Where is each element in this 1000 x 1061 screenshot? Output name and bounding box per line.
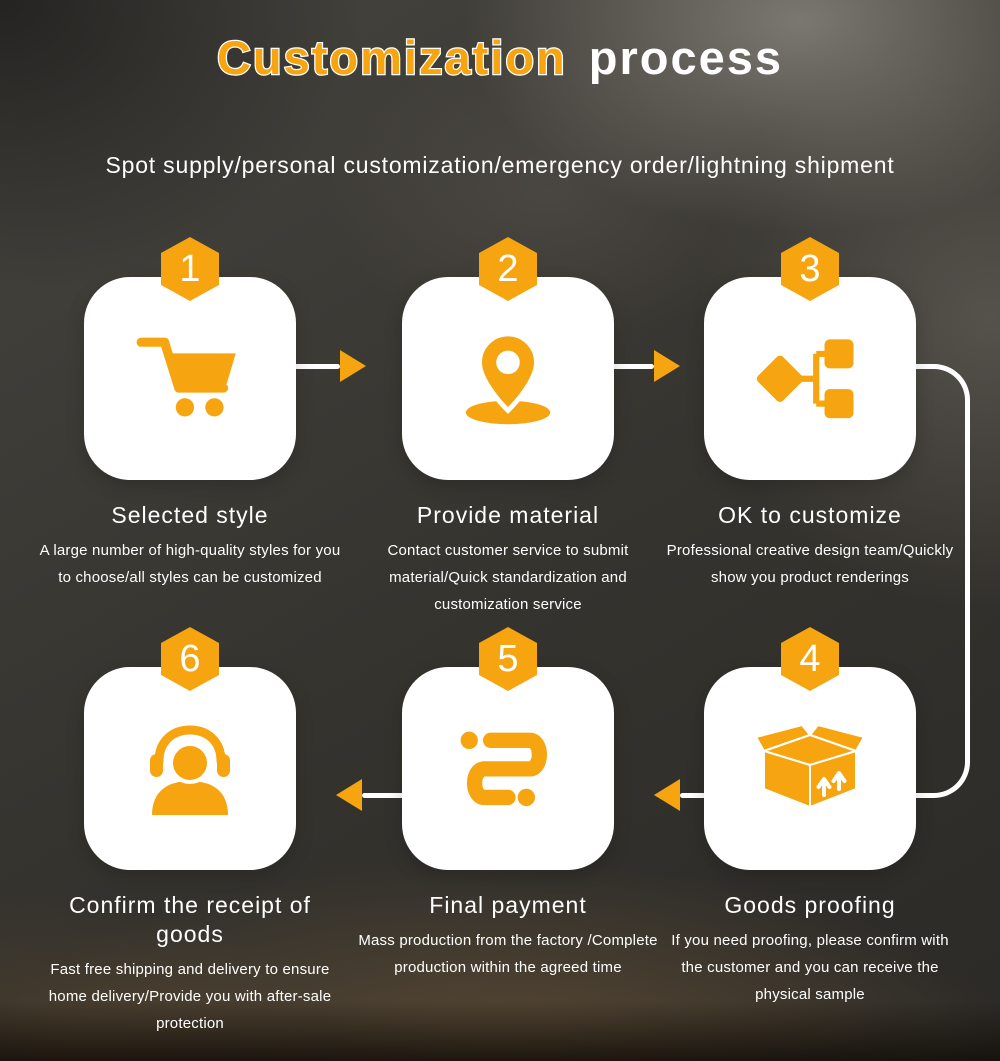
step-card — [402, 667, 614, 870]
connector-line-5-6 — [362, 793, 404, 798]
connector-loop-3-4 — [912, 364, 970, 798]
arrow-left-icon-5-6 — [336, 779, 362, 811]
connector-line-4-5 — [680, 793, 706, 798]
step-number: 5 — [497, 638, 519, 680]
step-title: Final payment — [429, 892, 587, 918]
step-card — [84, 277, 296, 480]
subtitle: Spot supply/personal customization/emerg… — [105, 152, 895, 178]
step-number-badge: 2 — [479, 237, 537, 301]
title-highlight: Customization — [216, 30, 567, 84]
step-selected-style: 1 Selected style A large number of high-… — [20, 237, 360, 591]
step-number: 2 — [497, 248, 519, 290]
step-description: A large number of high-quality styles fo… — [39, 541, 341, 587]
step-title: Selected style — [111, 502, 269, 528]
step-confirm-receipt: 6 Confirm the receipt of goods Fast free… — [20, 627, 360, 1037]
arrow-right-icon-1-2 — [340, 350, 366, 382]
step-title: Provide material — [416, 502, 600, 528]
customer-service-icon — [150, 724, 230, 815]
location-pin-icon — [465, 331, 551, 425]
title-rest: process — [588, 31, 784, 84]
arrow-left-icon-4-5 — [654, 779, 680, 811]
shopping-cart-icon — [136, 337, 236, 417]
step-card — [84, 667, 296, 870]
step-number: 4 — [799, 638, 821, 680]
step-card — [704, 667, 916, 870]
step-goods-proofing: 4 Goods proofing If you need proofing, p… — [640, 627, 980, 1009]
step-number-badge: 5 — [479, 627, 537, 691]
package-box-icon — [755, 723, 865, 808]
step-card — [402, 277, 614, 480]
arrow-right-icon-2-3 — [654, 350, 680, 382]
step-description: If you need proofing, please confirm wit… — [671, 931, 949, 1004]
step-title: OK to customize — [718, 502, 902, 528]
step-number: 6 — [179, 638, 201, 680]
step-title: Goods proofing — [724, 892, 896, 918]
step-card — [704, 277, 916, 480]
step-description: Fast free shipping and delivery to ensur… — [48, 960, 332, 1033]
step-description: Contact customer service to submit mater… — [387, 541, 629, 614]
step-ok-to-customize: 3 OK to customize Professional creative … — [640, 237, 980, 591]
flowchart-icon — [756, 339, 854, 418]
step-number-badge: 6 — [161, 627, 219, 691]
route-list-icon — [460, 731, 547, 806]
step-number: 3 — [799, 248, 821, 290]
step-number-badge: 3 — [781, 237, 839, 301]
step-number-badge: 4 — [781, 627, 839, 691]
step-description: Mass production from the factory /Comple… — [358, 931, 658, 977]
step-final-payment: 5 Final payment Mass production from the… — [338, 627, 678, 981]
page-title: Customization process — [0, 30, 1000, 84]
step-provide-material: 2 Provide material Contact customer serv… — [338, 237, 678, 619]
step-number-badge: 1 — [161, 237, 219, 301]
connector-line-2-3 — [612, 364, 654, 369]
step-description: Professional creative design team/Quickl… — [666, 541, 954, 587]
step-title: Confirm the receipt of goods — [69, 892, 311, 947]
step-number: 1 — [179, 248, 201, 290]
connector-line-1-2 — [294, 364, 340, 369]
